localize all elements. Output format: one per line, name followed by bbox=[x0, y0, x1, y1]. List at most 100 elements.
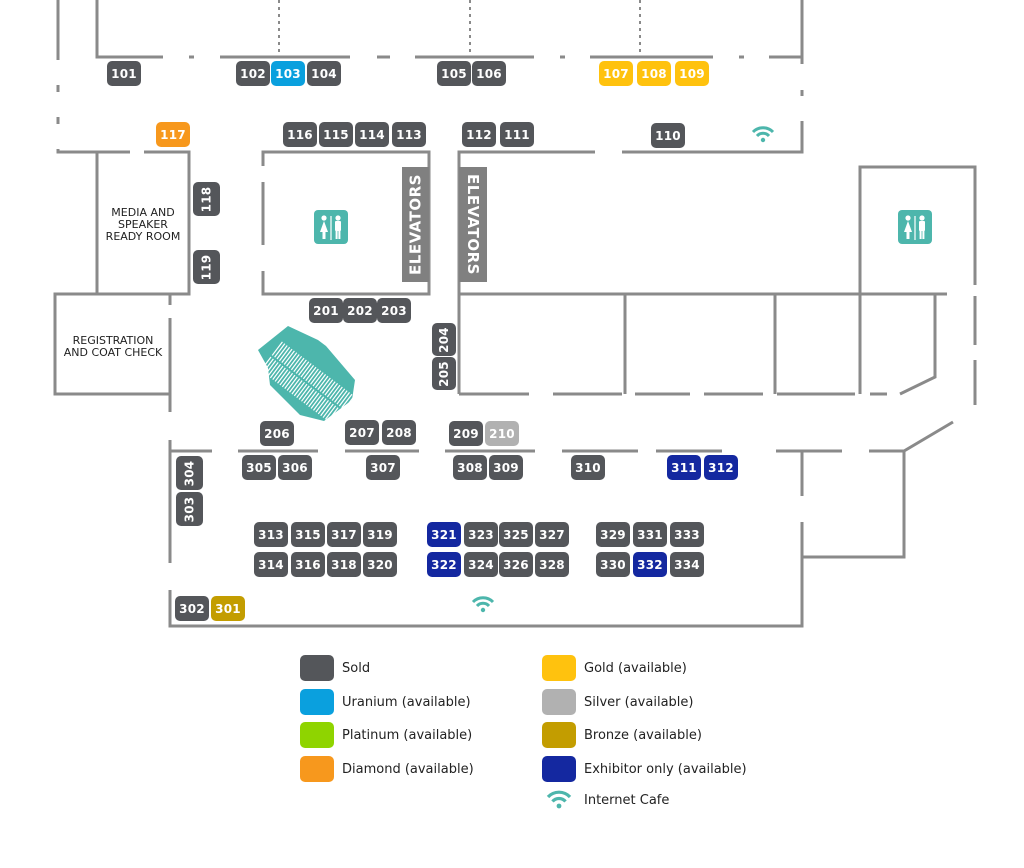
booth-201[interactable]: 201 bbox=[309, 298, 343, 323]
booth-322[interactable]: 322 bbox=[427, 552, 461, 577]
booth-302[interactable]: 302 bbox=[175, 596, 209, 621]
booth-box bbox=[175, 596, 209, 621]
booth-number: 327 bbox=[539, 528, 565, 542]
booth-209[interactable]: 209 bbox=[449, 421, 483, 446]
seat-row bbox=[269, 363, 282, 379]
booth-117[interactable]: 117 bbox=[156, 122, 190, 147]
booth-number: 328 bbox=[539, 558, 565, 572]
booth-box bbox=[432, 323, 456, 356]
booth-115[interactable]: 115 bbox=[319, 122, 353, 147]
booth-box bbox=[500, 122, 534, 147]
booth-number: 208 bbox=[386, 426, 412, 440]
booth-box bbox=[309, 298, 343, 323]
booth-207[interactable]: 207 bbox=[345, 420, 379, 445]
booth-333[interactable]: 333 bbox=[670, 522, 704, 547]
legend-swatch-gold bbox=[542, 655, 576, 681]
booth-box bbox=[343, 298, 377, 323]
booth-number: 101 bbox=[111, 67, 137, 81]
booth-number: 313 bbox=[258, 528, 284, 542]
booth-116[interactable]: 116 bbox=[283, 122, 317, 147]
booth-box bbox=[633, 522, 667, 547]
booth-328[interactable]: 328 bbox=[535, 552, 569, 577]
booth-315[interactable]: 315 bbox=[291, 522, 325, 547]
seat-row bbox=[331, 386, 343, 401]
booth-103[interactable]: 103 bbox=[271, 61, 305, 86]
booth-118[interactable]: 118 bbox=[193, 182, 220, 216]
booth-number: 302 bbox=[179, 602, 205, 616]
booth-331[interactable]: 331 bbox=[633, 522, 667, 547]
booth-102[interactable]: 102 bbox=[236, 61, 270, 86]
booth-114[interactable]: 114 bbox=[355, 122, 389, 147]
booth-number: 312 bbox=[708, 461, 734, 475]
booth-325[interactable]: 325 bbox=[499, 522, 533, 547]
seat-row bbox=[284, 374, 296, 390]
booth-313[interactable]: 313 bbox=[254, 522, 288, 547]
booth-319[interactable]: 319 bbox=[363, 522, 397, 547]
legend-item-sold: Sold bbox=[300, 654, 370, 682]
booth-number: 314 bbox=[258, 558, 284, 572]
booth-number: 210 bbox=[489, 427, 515, 441]
booth-334[interactable]: 334 bbox=[670, 552, 704, 577]
booth-number: 106 bbox=[476, 67, 502, 81]
booth-box bbox=[485, 421, 519, 446]
booth-208[interactable]: 208 bbox=[382, 420, 416, 445]
booth-301[interactable]: 301 bbox=[211, 596, 245, 621]
booth-329[interactable]: 329 bbox=[596, 522, 630, 547]
booth-number: 110 bbox=[655, 129, 681, 143]
booth-107[interactable]: 107 bbox=[599, 61, 633, 86]
booth-106[interactable]: 106 bbox=[472, 61, 506, 86]
booth-317[interactable]: 317 bbox=[327, 522, 361, 547]
seat-row bbox=[332, 410, 344, 426]
booth-number: 324 bbox=[468, 558, 494, 572]
booth-110[interactable]: 110 bbox=[651, 123, 685, 148]
booth-203[interactable]: 203 bbox=[377, 298, 411, 323]
booth-number: 303 bbox=[183, 497, 197, 523]
booth-310[interactable]: 310 bbox=[571, 455, 605, 480]
booth-324[interactable]: 324 bbox=[464, 552, 498, 577]
booth-101[interactable]: 101 bbox=[107, 61, 141, 86]
booth-330[interactable]: 330 bbox=[596, 552, 630, 577]
booth-308[interactable]: 308 bbox=[453, 455, 487, 480]
elevators-left-block bbox=[402, 167, 429, 282]
booth-312[interactable]: 312 bbox=[704, 455, 738, 480]
seat-row bbox=[286, 376, 298, 391]
booth-306[interactable]: 306 bbox=[278, 455, 312, 480]
seat-row bbox=[307, 368, 319, 383]
booth-109[interactable]: 109 bbox=[675, 61, 709, 86]
seat-row bbox=[281, 348, 293, 364]
booth-314[interactable]: 314 bbox=[254, 552, 288, 577]
booth-205[interactable]: 205 bbox=[432, 357, 456, 390]
seat-row bbox=[341, 393, 353, 409]
booth-316[interactable]: 316 bbox=[291, 552, 325, 577]
booth-210[interactable]: 210 bbox=[485, 421, 519, 446]
booth-113[interactable]: 113 bbox=[392, 122, 426, 147]
seat-row bbox=[334, 388, 346, 403]
booth-111[interactable]: 111 bbox=[500, 122, 534, 147]
booth-321[interactable]: 321 bbox=[427, 522, 461, 547]
booth-320[interactable]: 320 bbox=[363, 552, 397, 577]
booth-305[interactable]: 305 bbox=[242, 455, 276, 480]
booth-204[interactable]: 204 bbox=[432, 323, 456, 356]
booth-105[interactable]: 105 bbox=[437, 61, 471, 86]
seat-row bbox=[262, 358, 274, 373]
booth-318[interactable]: 318 bbox=[327, 552, 361, 577]
booth-box bbox=[193, 250, 220, 284]
booth-327[interactable]: 327 bbox=[535, 522, 569, 547]
booth-332[interactable]: 332 bbox=[633, 552, 667, 577]
booth-311[interactable]: 311 bbox=[667, 455, 701, 480]
booth-104[interactable]: 104 bbox=[307, 61, 341, 86]
booth-202[interactable]: 202 bbox=[343, 298, 377, 323]
booth-323[interactable]: 323 bbox=[464, 522, 498, 547]
booth-307[interactable]: 307 bbox=[366, 455, 400, 480]
booth-335: 335 bbox=[706, 522, 740, 547]
booth-112[interactable]: 112 bbox=[462, 122, 496, 147]
booth-box bbox=[670, 552, 704, 577]
booth-326[interactable]: 326 bbox=[499, 552, 533, 577]
booth-304[interactable]: 304 bbox=[176, 456, 203, 490]
booth-119[interactable]: 119 bbox=[193, 250, 220, 284]
booth-303[interactable]: 303 bbox=[176, 492, 203, 526]
booth-108[interactable]: 108 bbox=[637, 61, 671, 86]
booth-206[interactable]: 206 bbox=[260, 421, 294, 446]
seat-row bbox=[289, 378, 301, 393]
booth-309[interactable]: 309 bbox=[489, 455, 523, 480]
